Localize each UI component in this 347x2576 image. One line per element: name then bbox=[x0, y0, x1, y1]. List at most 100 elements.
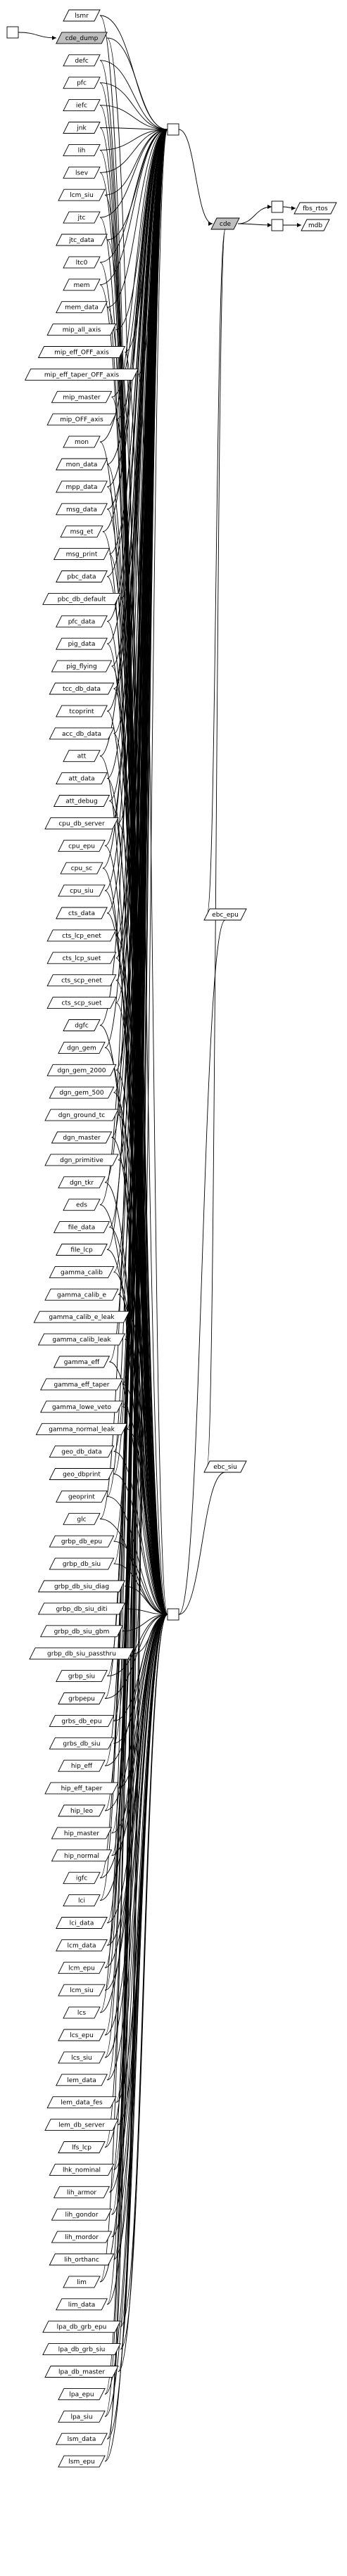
node-pig-data[interactable]: pig_data bbox=[56, 637, 108, 650]
node-lcm-siu[interactable]: lcm_siu bbox=[58, 1984, 106, 1996]
node-lpa-db-grb-siu[interactable]: lpa_db_grb_siu bbox=[42, 2343, 121, 2356]
node-lcs-siu[interactable]: lcs_siu bbox=[58, 2051, 106, 2064]
node-lem-data-fes[interactable]: lem_data_fes bbox=[46, 2096, 117, 2109]
node-att[interactable]: att bbox=[63, 750, 101, 763]
node-dgn-gem-500[interactable]: dgn_gem_500 bbox=[49, 1086, 115, 1099]
node-pfc[interactable]: pfc bbox=[63, 77, 101, 89]
node-lcm-siu[interactable]: lcm_siu bbox=[58, 189, 106, 201]
node-mip-master[interactable]: mip_master bbox=[51, 390, 113, 403]
node-pbc-data[interactable]: pbc_data bbox=[56, 570, 108, 582]
node-gamma-calib-e-leak[interactable]: gamma_calib_e_leak bbox=[33, 1311, 130, 1323]
node-lcm-data[interactable]: lcm_data bbox=[56, 1939, 108, 1951]
node-dgn-tkr[interactable]: dgn_tkr bbox=[58, 1176, 106, 1189]
node-cde[interactable]: cde bbox=[210, 217, 240, 230]
node-lih-orthanc[interactable]: lih_orthanc bbox=[49, 2253, 115, 2266]
node-lih[interactable]: lih bbox=[63, 144, 101, 156]
node-lsm-epu[interactable]: lsm_epu bbox=[58, 2455, 106, 2468]
node-cde-dump[interactable]: cde_dump bbox=[56, 32, 108, 44]
node-mpp-data[interactable]: mpp_data bbox=[56, 480, 108, 493]
node-cts-data[interactable]: cts_data bbox=[56, 907, 108, 919]
node-cts-lcp-suet[interactable]: cts_lcp_suet bbox=[46, 952, 117, 964]
node-mem[interactable]: mem bbox=[63, 279, 101, 291]
node-gamma-eff[interactable]: gamma_eff bbox=[53, 1356, 111, 1368]
node-geo-db-data[interactable]: geo_db_data bbox=[49, 1446, 115, 1458]
node-eds[interactable]: eds bbox=[63, 1199, 101, 1211]
node-glc[interactable]: glc bbox=[63, 1512, 101, 1525]
node-lsm-data[interactable]: lsm_data bbox=[56, 2432, 108, 2445]
node-msg-et[interactable]: msg_et bbox=[60, 525, 103, 538]
node-lih-armor[interactable]: lih_armor bbox=[53, 2186, 111, 2198]
node-grbp-db-siu-diag[interactable]: grbp_db_siu_diag bbox=[37, 1580, 126, 1593]
node-jtc-data[interactable]: jtc_data bbox=[56, 234, 108, 246]
small-box[interactable] bbox=[271, 200, 284, 213]
node-msg-print[interactable]: msg_print bbox=[53, 548, 111, 561]
node-lhk-nominal[interactable]: lhk_nominal bbox=[49, 2163, 115, 2176]
node-defc[interactable]: defc bbox=[63, 54, 101, 67]
node-lpa-siu[interactable]: lpa_siu bbox=[58, 2410, 106, 2423]
node-lpa-db-master[interactable]: lpa_db_master bbox=[44, 2366, 119, 2378]
node-msg-data[interactable]: msg_data bbox=[56, 503, 108, 516]
node-gamma-calib-leak[interactable]: gamma_calib_leak bbox=[37, 1333, 126, 1346]
node-mip-eff-taper-off-axis[interactable]: mip_eff_taper_OFF_axis bbox=[24, 368, 139, 381]
node-gamma-eff-taper[interactable]: gamma_eff_taper bbox=[40, 1378, 123, 1391]
node-gamma-calib[interactable]: gamma_calib bbox=[49, 1265, 115, 1278]
node-grbp-db-siu[interactable]: grbp_db_siu bbox=[49, 1557, 115, 1570]
node-lfs-lcp[interactable]: lfs_lcp bbox=[58, 2141, 106, 2153]
node-hip-normal[interactable]: hip_normal bbox=[51, 1849, 113, 1862]
node-grbp-db-siu-gbm[interactable]: grbp_db_siu_gbm bbox=[40, 1625, 123, 1638]
small-box-2[interactable] bbox=[271, 219, 284, 231]
node-hip-master[interactable]: hip_master bbox=[51, 1827, 113, 1839]
node-dgn-master[interactable]: dgn_master bbox=[51, 1131, 113, 1144]
node-cpu-sc[interactable]: cpu_sc bbox=[60, 862, 103, 874]
node-lem-data[interactable]: lem_data bbox=[56, 2074, 108, 2086]
node-ebc-siu[interactable]: ebc_siu bbox=[203, 1460, 247, 1473]
node-mon-data[interactable]: mon_data bbox=[56, 458, 108, 471]
node-lcs[interactable]: lcs bbox=[63, 2006, 101, 2019]
node-geoprint[interactable]: geoprint bbox=[56, 1490, 108, 1503]
node-dgn-primitive[interactable]: dgn_primitive bbox=[44, 1154, 119, 1166]
node-gamma-calib-e[interactable]: gamma_calib_e bbox=[44, 1288, 119, 1301]
node-pig-flying[interactable]: pig_flying bbox=[51, 660, 113, 672]
node-lsmr[interactable]: lsmr bbox=[63, 9, 101, 22]
node-cts-scp-suet[interactable]: cts_scp_suet bbox=[46, 997, 117, 1009]
node-cpu-siu[interactable]: cpu_siu bbox=[58, 884, 106, 897]
node-lci[interactable]: lci bbox=[63, 1894, 101, 1907]
node-jtc[interactable]: jtc bbox=[63, 211, 101, 224]
node-lci-data[interactable]: lci_data bbox=[56, 1917, 108, 1929]
node-lcs-epu[interactable]: lcs_epu bbox=[58, 2029, 106, 2041]
node-lih-mordor[interactable]: lih_mordor bbox=[51, 2231, 113, 2243]
node-grbp-db-epu[interactable]: grbp_db_epu bbox=[49, 1535, 115, 1548]
node-dgfc[interactable]: dgfc bbox=[63, 1019, 101, 1031]
node-lsev[interactable]: lsev bbox=[63, 166, 101, 179]
node-mip-all-axis[interactable]: mip_all_axis bbox=[46, 324, 117, 336]
node-grbp-db-siu-diti[interactable]: grbp_db_siu_diti bbox=[37, 1602, 126, 1615]
node-grbs-db-epu[interactable]: grbs_db_epu bbox=[49, 1714, 115, 1727]
node-att-debug[interactable]: att_debug bbox=[53, 795, 111, 807]
node-att-data[interactable]: att_data bbox=[56, 772, 108, 785]
node-file-lcp[interactable]: file_lcp bbox=[56, 1244, 108, 1256]
hub-box-bottom[interactable] bbox=[167, 1608, 179, 1621]
node-grbp-db-siu-passthru[interactable]: grbp_db_siu_passthru bbox=[29, 1647, 134, 1660]
node-tcoprint[interactable]: tcoprint bbox=[56, 705, 108, 718]
node-geo-dbprint[interactable]: geo_dbprint bbox=[49, 1468, 115, 1480]
node-cpu-epu[interactable]: cpu_epu bbox=[58, 839, 106, 852]
node-ltc0[interactable]: ltc0 bbox=[63, 256, 101, 269]
node-hip-leo[interactable]: hip_leo bbox=[58, 1804, 106, 1817]
node-hip-eff-taper[interactable]: hip_eff_taper bbox=[44, 1782, 119, 1794]
node-dgn-gem-2000[interactable]: dgn_gem_2000 bbox=[46, 1064, 117, 1076]
node-grbs-db-siu[interactable]: grbs_db_siu bbox=[49, 1737, 115, 1749]
node-mip-off-axis[interactable]: mip_OFF_axis bbox=[46, 413, 117, 426]
root-node[interactable] bbox=[6, 26, 19, 39]
node-gamma-normal-leak[interactable]: gamma_normal_leak bbox=[35, 1423, 128, 1436]
node-cts-scp-enet[interactable]: cts_scp_enet bbox=[46, 974, 117, 987]
node-ebc-epu[interactable]: ebc_epu bbox=[203, 908, 247, 921]
node-mdb[interactable]: mdb bbox=[301, 219, 330, 231]
node-tcc-db-data[interactable]: tcc_db_data bbox=[49, 682, 115, 695]
node-pbc-db-default[interactable]: pbc_db_default bbox=[42, 592, 121, 605]
node-lih-gondor[interactable]: lih_gondor bbox=[51, 2208, 113, 2221]
node-jnk[interactable]: jnk bbox=[63, 122, 101, 134]
node-cpu-db-server[interactable]: cpu_db_server bbox=[44, 817, 119, 829]
node-lem-db-server[interactable]: lem_db_server bbox=[44, 2119, 119, 2131]
node-grbpepu[interactable]: grbpepu bbox=[58, 1692, 106, 1704]
node-file-data[interactable]: file_data bbox=[53, 1221, 111, 1234]
